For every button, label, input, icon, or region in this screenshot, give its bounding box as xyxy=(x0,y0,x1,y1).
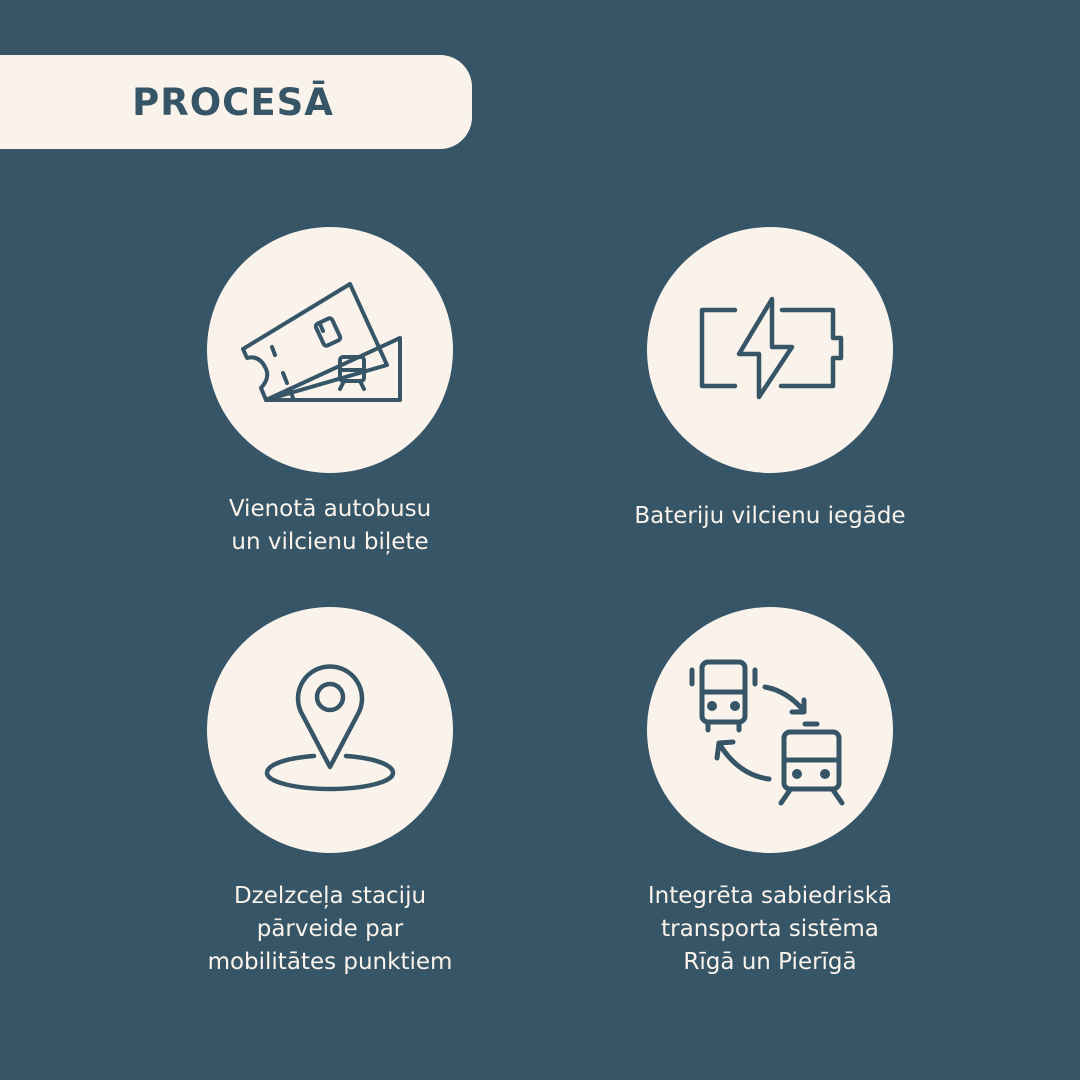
battery-charge-icon xyxy=(699,296,844,400)
page-title: PROCESĀ xyxy=(132,80,334,124)
caption-line: Dzelzceļa staciju xyxy=(233,883,427,909)
header-pill: PROCESĀ xyxy=(0,55,472,149)
bus-train-transfer-icon xyxy=(689,659,845,806)
caption-line: pārveide par xyxy=(256,916,404,942)
map-pin-icon xyxy=(264,664,396,792)
map-pin-icon-circle xyxy=(207,607,453,853)
caption-battery-trains: Bateriju vilcienu iegāde xyxy=(590,500,950,533)
caption-line: mobilitātes punktiem xyxy=(207,949,453,975)
caption-line: Rīgā un Pierīgā xyxy=(683,949,857,975)
caption-line: Bateriju vilcienu iegāde xyxy=(634,503,906,529)
caption-station-mobility: Dzelzceļa staciju pārveide par mobilitāt… xyxy=(150,880,510,979)
caption-line: transporta sistēma xyxy=(661,916,879,942)
ticket-icon-circle xyxy=(207,227,453,473)
caption-line: Integrēta sabiedriskā xyxy=(647,883,893,909)
caption-integrated-transport: Integrēta sabiedriskā transporta sistēma… xyxy=(590,880,950,979)
caption-line: un vilcienu biļete xyxy=(231,529,429,555)
battery-icon-circle xyxy=(647,227,893,473)
ticket-icon xyxy=(241,282,402,402)
transfer-icon-circle xyxy=(647,607,893,853)
caption-line: Vienotā autobusu xyxy=(228,496,432,522)
caption-unified-ticket: Vienotā autobusu un vilcienu biļete xyxy=(150,493,510,559)
